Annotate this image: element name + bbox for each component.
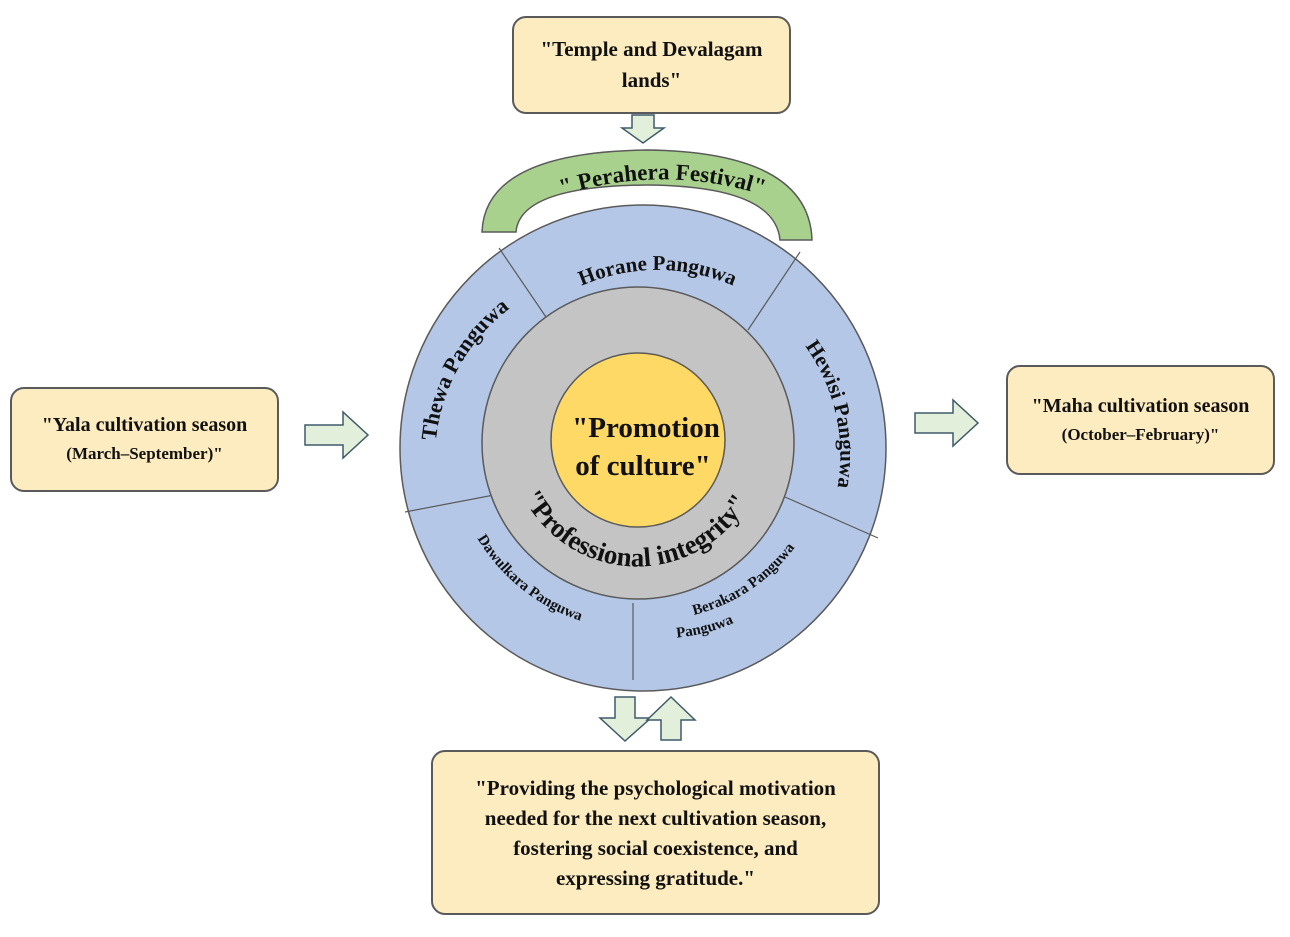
arrow-down-top-icon	[619, 114, 667, 144]
yala-season-text-wrap: "Yala cultivation season (March–Septembe…	[26, 411, 263, 468]
maha-season-text: "Maha cultivation season	[1031, 394, 1250, 417]
maha-season-text-wrap: "Maha cultivation season (October–Februa…	[1022, 392, 1259, 449]
yala-season-months: (March–September)"	[66, 444, 223, 463]
arrow-right-left-icon	[304, 410, 370, 460]
center-circle	[550, 352, 726, 528]
temple-lands-text: "Temple and Devalagam lands"	[540, 37, 763, 92]
outcome-box: "Providing the psychological motivation …	[431, 750, 880, 915]
yala-season-text: "Yala cultivation season	[41, 414, 248, 436]
festival-arc-band	[481, 149, 813, 241]
center-line-2: of culture"	[575, 450, 711, 482]
ring-dividers	[404, 247, 879, 680]
maha-season-months: (October–February)"	[1061, 424, 1220, 444]
temple-lands-box: "Temple and Devalagam lands"	[512, 16, 791, 114]
outcome-text: "Providing the psychological motivation …	[475, 775, 836, 890]
maha-season-box: "Maha cultivation season (October–Februa…	[1006, 365, 1275, 475]
arrow-down-bottom-icon	[598, 696, 653, 743]
arrow-up-bottom-icon	[645, 695, 697, 741]
arrow-right-right-icon	[914, 398, 980, 448]
center-line-1: "Promotion	[572, 412, 720, 444]
yala-season-box: "Yala cultivation season (March–Septembe…	[10, 387, 279, 492]
